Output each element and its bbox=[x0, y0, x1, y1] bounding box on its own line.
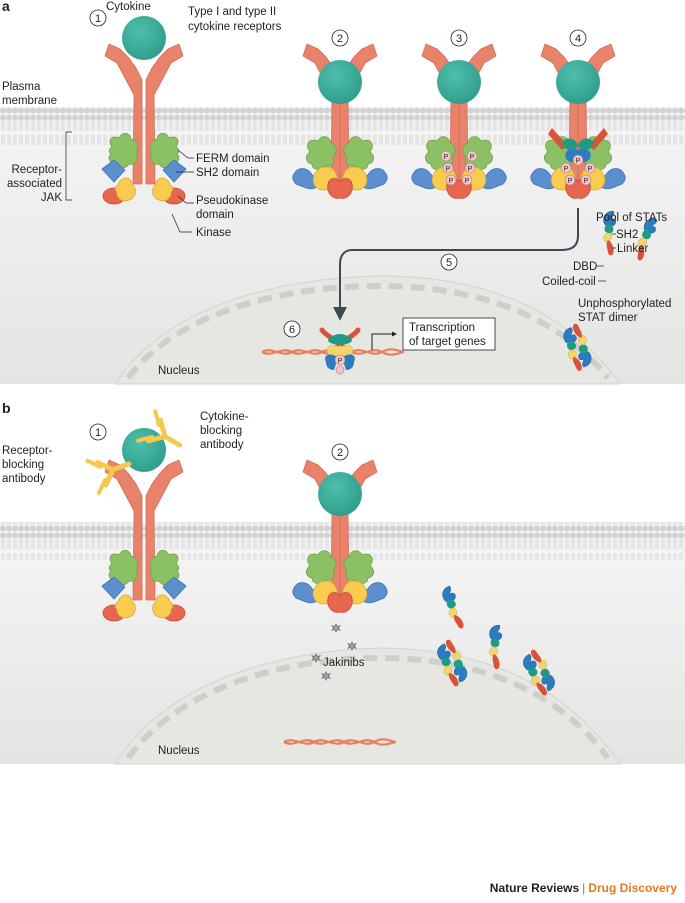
svg-text:P: P bbox=[470, 154, 475, 161]
plasma-membrane-label: Plasma bbox=[2, 81, 41, 93]
journal-credit: Nature Reviews|Drug Discovery bbox=[490, 881, 677, 895]
stat-domain-leaders bbox=[597, 233, 616, 282]
pseudokinase-label-2: domain bbox=[196, 209, 234, 221]
cytokine-label: Cytokine bbox=[106, 1, 151, 13]
unphosphorylated-label-2: STAT dimer bbox=[578, 312, 638, 324]
jak-label-3: JAK bbox=[41, 192, 62, 204]
receptor-blocking-label-2: blocking bbox=[2, 459, 44, 471]
nucleus-label-a: Nucleus bbox=[158, 365, 200, 377]
nuclear-envelope-b bbox=[125, 654, 611, 760]
sh2-domain-label: SH2 domain bbox=[196, 167, 259, 179]
translocation-arrow bbox=[333, 208, 579, 321]
svg-text:P: P bbox=[465, 178, 470, 185]
panel-b-label: b bbox=[2, 400, 11, 416]
transcription-arrow bbox=[371, 331, 397, 350]
svg-text:P: P bbox=[449, 178, 454, 185]
svg-text:P: P bbox=[576, 158, 581, 165]
svg-text:2: 2 bbox=[337, 33, 343, 45]
panel-a-label: a bbox=[2, 0, 10, 14]
nuclear-stat-dimer: P bbox=[319, 327, 361, 375]
svg-text:P: P bbox=[584, 178, 589, 185]
step-markers-a: 1 2 3 4 5 6 bbox=[89, 9, 587, 338]
jak-label-2: associated bbox=[7, 178, 62, 190]
pseudokinase-label: Pseudokinase bbox=[196, 195, 268, 207]
svg-text:P: P bbox=[444, 154, 449, 161]
transcription-label: Transcription bbox=[409, 322, 475, 334]
svg-text:6: 6 bbox=[289, 324, 295, 336]
step-markers-b: 1 2 bbox=[89, 423, 349, 461]
svg-text:5: 5 bbox=[446, 257, 452, 269]
transcription-box bbox=[402, 317, 496, 351]
receptors-label: Type I and type II bbox=[188, 6, 276, 18]
nucleus-label-b: Nucleus bbox=[158, 745, 200, 757]
kinase-label: Kinase bbox=[196, 227, 231, 239]
transcription-label-2: of target genes bbox=[409, 336, 486, 348]
plasma-membrane-label-2: membrane bbox=[2, 95, 57, 107]
receptor-blocking-label: Receptor- bbox=[2, 445, 53, 457]
journal-name: Nature Reviews bbox=[489, 881, 580, 895]
phospho-sites-3: P P P P P P bbox=[440, 150, 478, 186]
jak-label: Receptor- bbox=[12, 164, 63, 176]
stat-sh2-label: SH2 bbox=[616, 229, 638, 241]
phospho-sites-4: P P P P P bbox=[560, 154, 596, 186]
dbd-label: DBD bbox=[573, 261, 597, 273]
cytokine-2 bbox=[318, 60, 362, 104]
nuclear-envelope-a bbox=[125, 282, 611, 380]
svg-text:P: P bbox=[468, 166, 473, 173]
svg-text:1: 1 bbox=[95, 13, 101, 25]
svg-text:P: P bbox=[564, 166, 569, 173]
jak-bracket bbox=[65, 131, 72, 201]
cytokine-b2 bbox=[318, 472, 362, 516]
jakinibs-label: Jakinibs bbox=[323, 657, 365, 669]
unphosphorylated-label: Unphosphorylated bbox=[578, 298, 671, 310]
cytokine-3 bbox=[437, 60, 481, 104]
svg-text:2: 2 bbox=[337, 447, 343, 459]
svg-text:P: P bbox=[588, 166, 593, 173]
stat-pool-label: Pool of STATs bbox=[596, 212, 667, 224]
journal-section: Drug Discovery bbox=[588, 881, 677, 895]
cytokine-4 bbox=[556, 60, 600, 104]
stat-docked-4 bbox=[548, 128, 608, 163]
svg-text:4: 4 bbox=[575, 33, 581, 45]
jak-domain-leaders bbox=[171, 149, 194, 233]
linker-label: Linker bbox=[617, 243, 648, 255]
cytokine-blocking-label-2: blocking bbox=[200, 425, 242, 437]
cytokine-blocking-label: Cytokine- bbox=[200, 411, 249, 423]
receptors-label-2: cytokine receptors bbox=[188, 21, 282, 33]
svg-text:1: 1 bbox=[95, 427, 101, 439]
svg-text:P: P bbox=[446, 166, 451, 173]
svg-text:3: 3 bbox=[456, 33, 462, 45]
ferm-label: FERM domain bbox=[196, 153, 270, 165]
credit-separator: | bbox=[582, 881, 586, 895]
cytokine-blocking-label-3: antibody bbox=[200, 439, 244, 451]
dna-b bbox=[283, 738, 397, 746]
svg-text:P: P bbox=[338, 358, 343, 365]
svg-text:P: P bbox=[568, 178, 573, 185]
coiled-coil-label: Coiled-coil bbox=[542, 276, 596, 288]
receptor-blocking-label-3: antibody bbox=[2, 473, 46, 485]
cytokine-1 bbox=[122, 16, 166, 60]
